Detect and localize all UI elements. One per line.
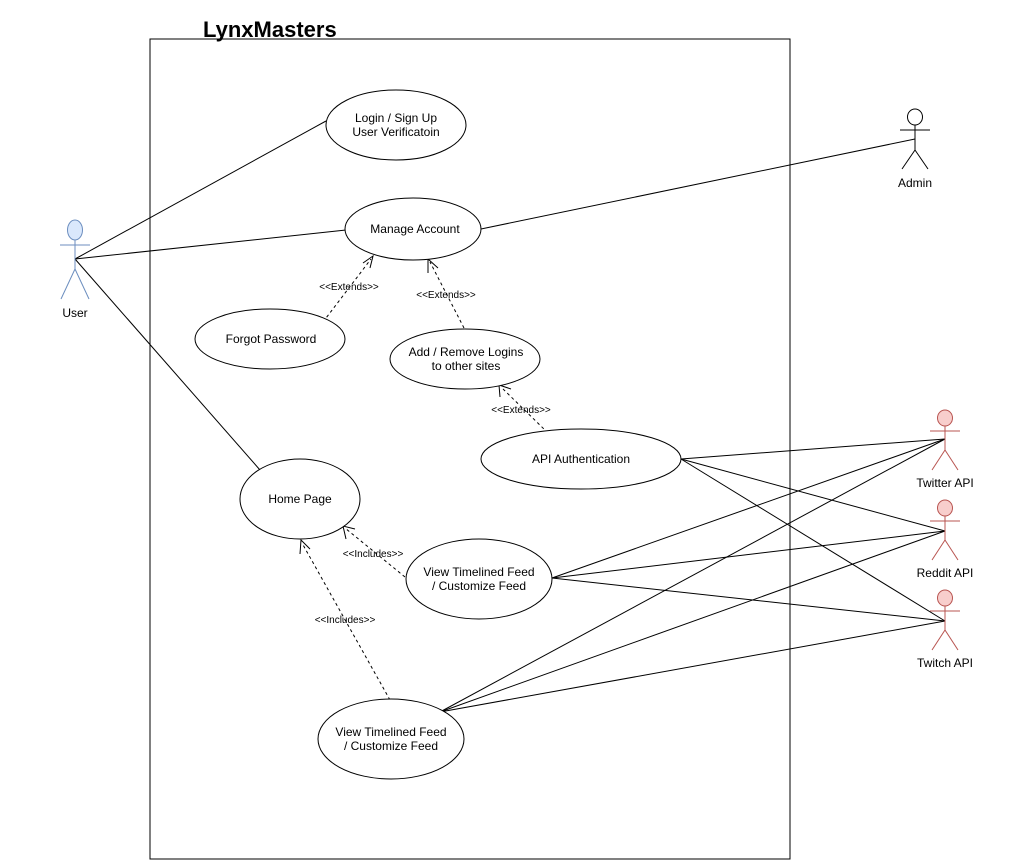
- system-boundary: [149, 38, 791, 860]
- use-case-login-line2: User Verificatoin: [352, 125, 439, 139]
- actor-user: User: [60, 219, 90, 320]
- assoc-feed2-reddit: [439, 530, 946, 713]
- use-case-manage-account: Manage Account: [344, 197, 482, 261]
- use-case-api-authentication: API Authentication: [480, 428, 682, 490]
- assoc-user-home-page: [74, 258, 261, 471]
- label-extends-api: <<Extends>>: [491, 405, 551, 416]
- assoc-admin-manage-account: [480, 138, 916, 230]
- use-case-home-page: Home Page: [239, 458, 361, 540]
- assoc-feed1-twitch: [551, 577, 946, 622]
- use-case-api-auth-label: API Authentication: [532, 452, 630, 466]
- label-extends-add: <<Extends>>: [416, 290, 476, 301]
- use-case-forgot-password-label: Forgot Password: [226, 332, 317, 346]
- assoc-apiauth-reddit: [680, 458, 946, 532]
- use-case-add-remove-line2: to other sites: [432, 359, 501, 373]
- use-case-manage-account-label: Manage Account: [370, 222, 460, 236]
- use-case-login-line1: Login / Sign Up: [355, 111, 437, 125]
- relation-forgot-extends-manage: [322, 254, 374, 323]
- use-case-home-page-label: Home Page: [268, 492, 332, 506]
- actor-twitter-api: Twitter API: [916, 409, 974, 490]
- assoc-feed1-twitter: [551, 438, 946, 579]
- label-includes-feed1: <<Includes>>: [343, 549, 404, 560]
- actor-twitch-label: Twitch API: [917, 656, 973, 670]
- use-case-view-feed-2-line2: / Customize Feed: [344, 739, 438, 753]
- system-title: LynxMasters: [203, 17, 337, 42]
- assoc-feed1-reddit: [551, 530, 946, 579]
- assoc-feed2-twitch: [439, 620, 946, 713]
- actor-twitch-api: Twitch API: [917, 589, 973, 670]
- assoc-user-login: [74, 120, 327, 260]
- use-case-view-feed-1: View Timelined Feed / Customize Feed: [405, 538, 553, 620]
- actor-admin-label: Admin: [898, 176, 932, 190]
- use-case-view-feed-2-line1: View Timelined Feed: [335, 725, 446, 739]
- actor-twitter-label: Twitter API: [916, 476, 973, 490]
- actor-admin: Admin: [898, 108, 932, 190]
- relation-feed2-includes-home: [299, 538, 391, 701]
- actor-user-label: User: [62, 306, 87, 320]
- label-includes-feed2: <<Includes>>: [315, 615, 376, 626]
- assoc-apiauth-twitch: [680, 458, 946, 622]
- use-case-view-feed-1-line2: / Customize Feed: [432, 579, 526, 593]
- label-extends-forgot: <<Extends>>: [319, 282, 379, 293]
- use-case-view-feed-1-line1: View Timelined Feed: [423, 565, 534, 579]
- assoc-user-manage-account: [74, 229, 347, 260]
- assoc-feed2-twitter: [439, 438, 946, 713]
- use-case-view-feed-2: View Timelined Feed / Customize Feed: [317, 698, 465, 780]
- use-case-login: Login / Sign Up User Verificatoin: [325, 89, 467, 161]
- assoc-apiauth-twitter: [680, 438, 946, 460]
- use-case-add-remove-logins: Add / Remove Logins to other sites: [389, 328, 541, 390]
- actor-reddit-label: Reddit API: [917, 566, 974, 580]
- use-case-add-remove-line1: Add / Remove Logins: [409, 345, 524, 359]
- use-case-forgot-password: Forgot Password: [194, 308, 346, 370]
- actor-reddit-api: Reddit API: [917, 499, 974, 580]
